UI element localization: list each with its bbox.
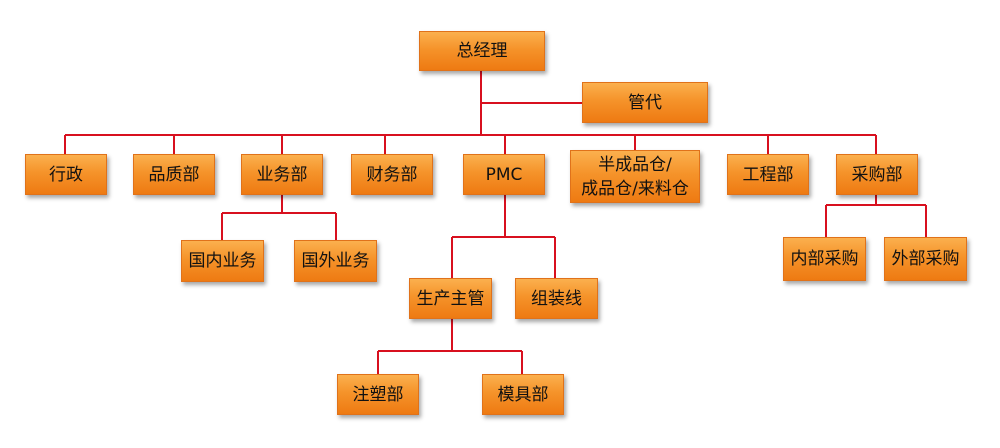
node-mold: 模具部	[482, 374, 564, 415]
node-pmc: PMC	[463, 154, 545, 195]
node-engineering: 工程部	[727, 154, 809, 195]
node-injection-molding: 注塑部	[337, 374, 419, 415]
node-sales: 业务部	[241, 154, 323, 195]
node-domestic-sales: 国内业务	[181, 240, 264, 282]
node-finance: 财务部	[351, 154, 433, 195]
node-production-manager: 生产主管	[409, 278, 492, 319]
node-admin: 行政	[25, 154, 107, 195]
node-purchasing: 采购部	[836, 154, 918, 195]
node-internal-purchasing: 内部采购	[783, 237, 866, 281]
node-ceo: 总经理	[419, 31, 545, 71]
node-foreign-sales: 国外业务	[294, 240, 377, 282]
node-guandai: 管代	[582, 82, 708, 123]
node-assembly-line: 组装线	[515, 278, 598, 319]
node-warehouse: 半成品仓/ 成品仓/来料仓	[570, 150, 700, 203]
node-quality: 品质部	[133, 154, 215, 195]
node-external-purchasing: 外部采购	[884, 237, 967, 281]
